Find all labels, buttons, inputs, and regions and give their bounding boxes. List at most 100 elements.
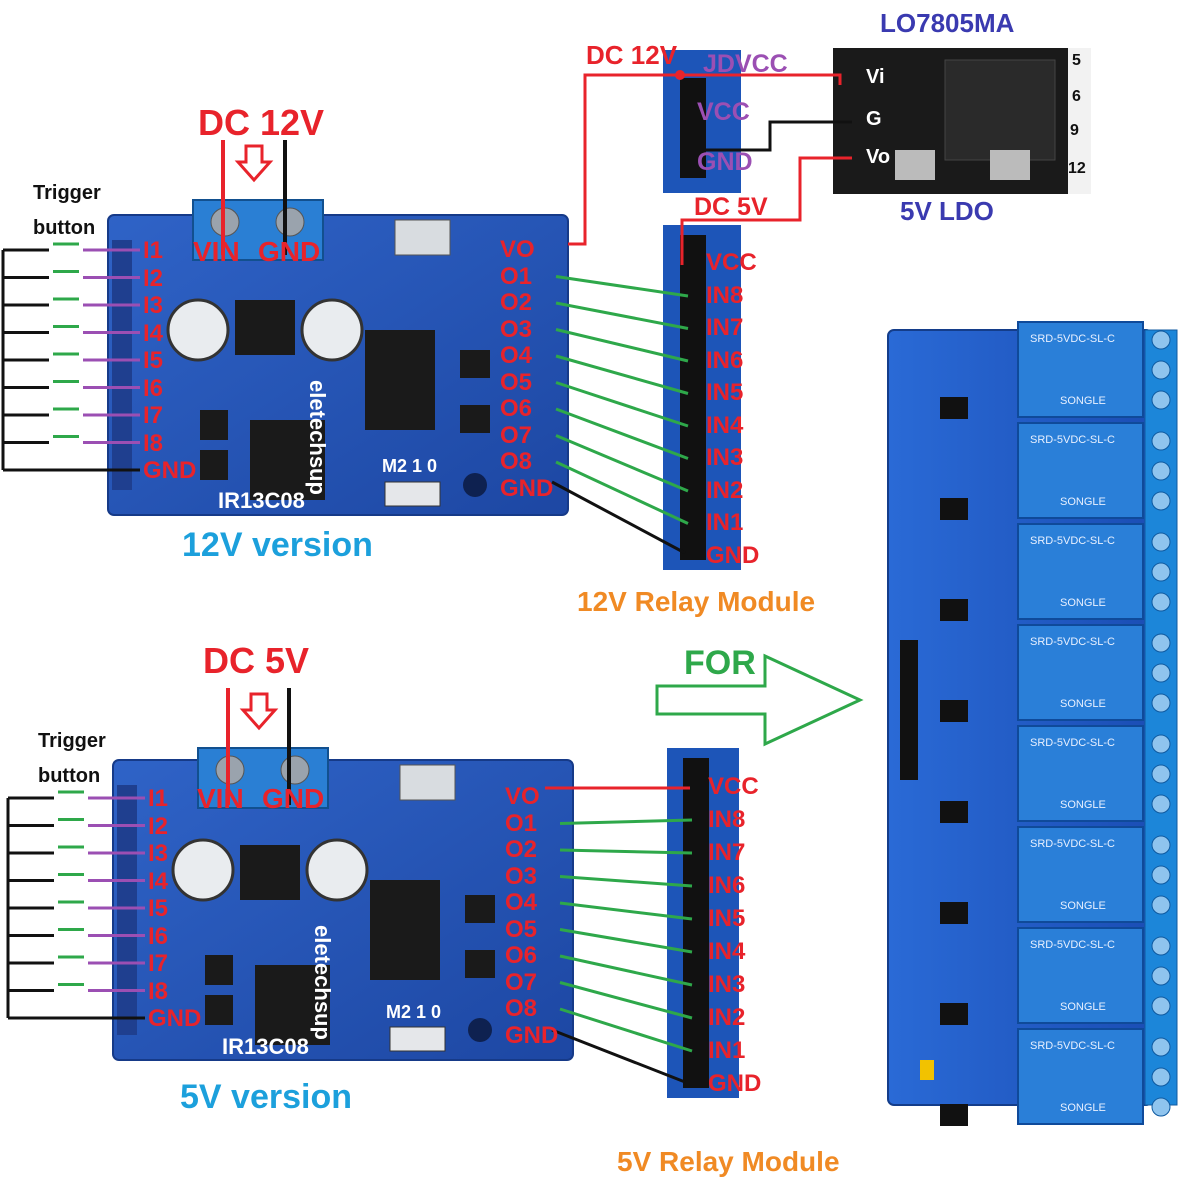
terminal-screw-icon [1151, 996, 1171, 1016]
optocoupler [940, 397, 968, 419]
terminal-screw-icon [1151, 1097, 1171, 1117]
output-label-o2: O2 [500, 289, 533, 316]
terminal-screw-icon [1151, 562, 1171, 582]
capacitor-icon [166, 298, 230, 362]
terminal-screw-icon [1151, 491, 1171, 511]
input-label-i6: I6 [148, 922, 169, 950]
relay-brand-text: SONGLE [1060, 698, 1106, 710]
terminal-vin-label: VIN [197, 783, 244, 814]
output-wire [555, 354, 689, 395]
terminal-screw-icon [1151, 895, 1171, 915]
relay-pin-in5: IN5 [708, 905, 746, 932]
down-arrow-icon [234, 144, 274, 183]
input-gnd-label: GND [143, 457, 197, 484]
terminal-screw-icon [1151, 764, 1171, 784]
relay-brand-text: SONGLE [1060, 1102, 1106, 1114]
terminal-screw-icon [1151, 936, 1171, 956]
brand-label: eletechsup [305, 380, 330, 495]
relay-block [1017, 826, 1144, 923]
input-label-i2: I2 [148, 812, 169, 840]
relay-model-text: SRD-5VDC-SL-C [1030, 1040, 1115, 1052]
terminal-screw-icon [1151, 1037, 1171, 1057]
version-caption: 12V version [182, 526, 373, 564]
optocoupler [940, 1003, 968, 1025]
relay-pin-in8: IN8 [706, 281, 744, 309]
input-label-i7: I7 [143, 402, 164, 429]
relay-brand-text: SONGLE [1060, 799, 1106, 811]
relay-pin-in5: IN5 [706, 379, 744, 406]
output-wire [559, 954, 693, 987]
relay-model-text: SRD-5VDC-SL-C [1030, 737, 1115, 749]
output-wire [555, 407, 689, 460]
relay-pin-in1: IN1 [706, 509, 744, 536]
relay-pin-in8: IN8 [708, 806, 746, 833]
relay-block [1017, 927, 1144, 1024]
input-gnd-label: GND [148, 1005, 202, 1032]
relay-pin-in6: IN6 [706, 346, 744, 374]
regulator-chip [235, 300, 295, 355]
terminal-screw-icon [1151, 633, 1171, 653]
terminal-screw-icon [1151, 360, 1171, 380]
capacitor-icon [300, 298, 364, 362]
input-label-i2: I2 [143, 264, 164, 292]
terminal-screw-icon [1151, 1067, 1171, 1087]
ldo-module [833, 48, 1091, 194]
board-name: IR13C08 [218, 488, 305, 513]
output-label-o7: O7 [500, 421, 533, 449]
controller-board-12v [107, 199, 569, 516]
relay12-caption: 12V Relay Module [577, 586, 816, 617]
optocoupler [940, 599, 968, 621]
regulator-chip [240, 845, 300, 900]
capacitor-icon [305, 838, 369, 902]
terminal-screw-icon [1151, 461, 1171, 481]
output-label-o4: O4 [500, 342, 533, 369]
relay-pin-vcc: VCC [706, 249, 757, 276]
input-label-i5: I5 [143, 347, 164, 374]
optocoupler [940, 902, 968, 924]
output-label-vo: VO [505, 783, 540, 810]
wires-top [221, 70, 852, 555]
output-label-o2: O2 [505, 836, 538, 863]
terminal-gnd-label: GND [258, 236, 321, 267]
ldo-side-9: 9 [1070, 122, 1079, 139]
mode-label: M2 1 0 [386, 1002, 442, 1022]
input-label-i4: I4 [143, 319, 164, 347]
ic-chip [250, 420, 325, 500]
relay-pin-gnd: GND [708, 1070, 762, 1097]
relay5-caption: 5V Relay Module [617, 1146, 840, 1177]
generated-wires [1, 242, 693, 1053]
relay-pin-vcc: VCC [708, 773, 759, 800]
ldo-title: LO7805MA [880, 8, 1015, 38]
input-label-i1: I1 [143, 237, 164, 264]
relay-brand-text: SONGLE [1060, 1001, 1106, 1013]
ir-receiver [399, 764, 456, 801]
relay-pin-in4: IN4 [706, 411, 744, 439]
for-label: FOR [684, 644, 756, 682]
relay-pin-in3: IN3 [708, 971, 746, 998]
capacitor-icon [171, 838, 235, 902]
trigger-label: Trigger [38, 730, 106, 752]
trigger-label: button [38, 765, 101, 787]
relay-block [1017, 1028, 1144, 1125]
output-label-o1: O1 [500, 262, 533, 290]
relay-model-text: SRD-5VDC-SL-C [1030, 434, 1115, 446]
optocoupler [940, 498, 968, 520]
right-arrow-icon [655, 653, 864, 747]
output-wire [559, 928, 693, 954]
output-label-o5: O5 [500, 368, 533, 396]
output-wire [559, 875, 693, 888]
version-caption: 5V version [180, 1078, 352, 1116]
terminal-screw-icon [1151, 330, 1171, 350]
ir-receiver [394, 219, 451, 256]
output-label-o3: O3 [505, 862, 538, 890]
dc5-label: DC 5V [694, 193, 768, 221]
terminal-screw-icon [1151, 734, 1171, 754]
input-label-i8: I8 [148, 977, 169, 1005]
terminal-screw-icon [1151, 532, 1171, 552]
relay-block [1017, 321, 1144, 418]
ic-chip [365, 330, 435, 430]
output-wire [555, 434, 689, 493]
relay-pin-in6: IN6 [708, 872, 746, 899]
relay-pin-in7: IN7 [708, 839, 746, 866]
relay-pin-in4: IN4 [708, 938, 746, 965]
